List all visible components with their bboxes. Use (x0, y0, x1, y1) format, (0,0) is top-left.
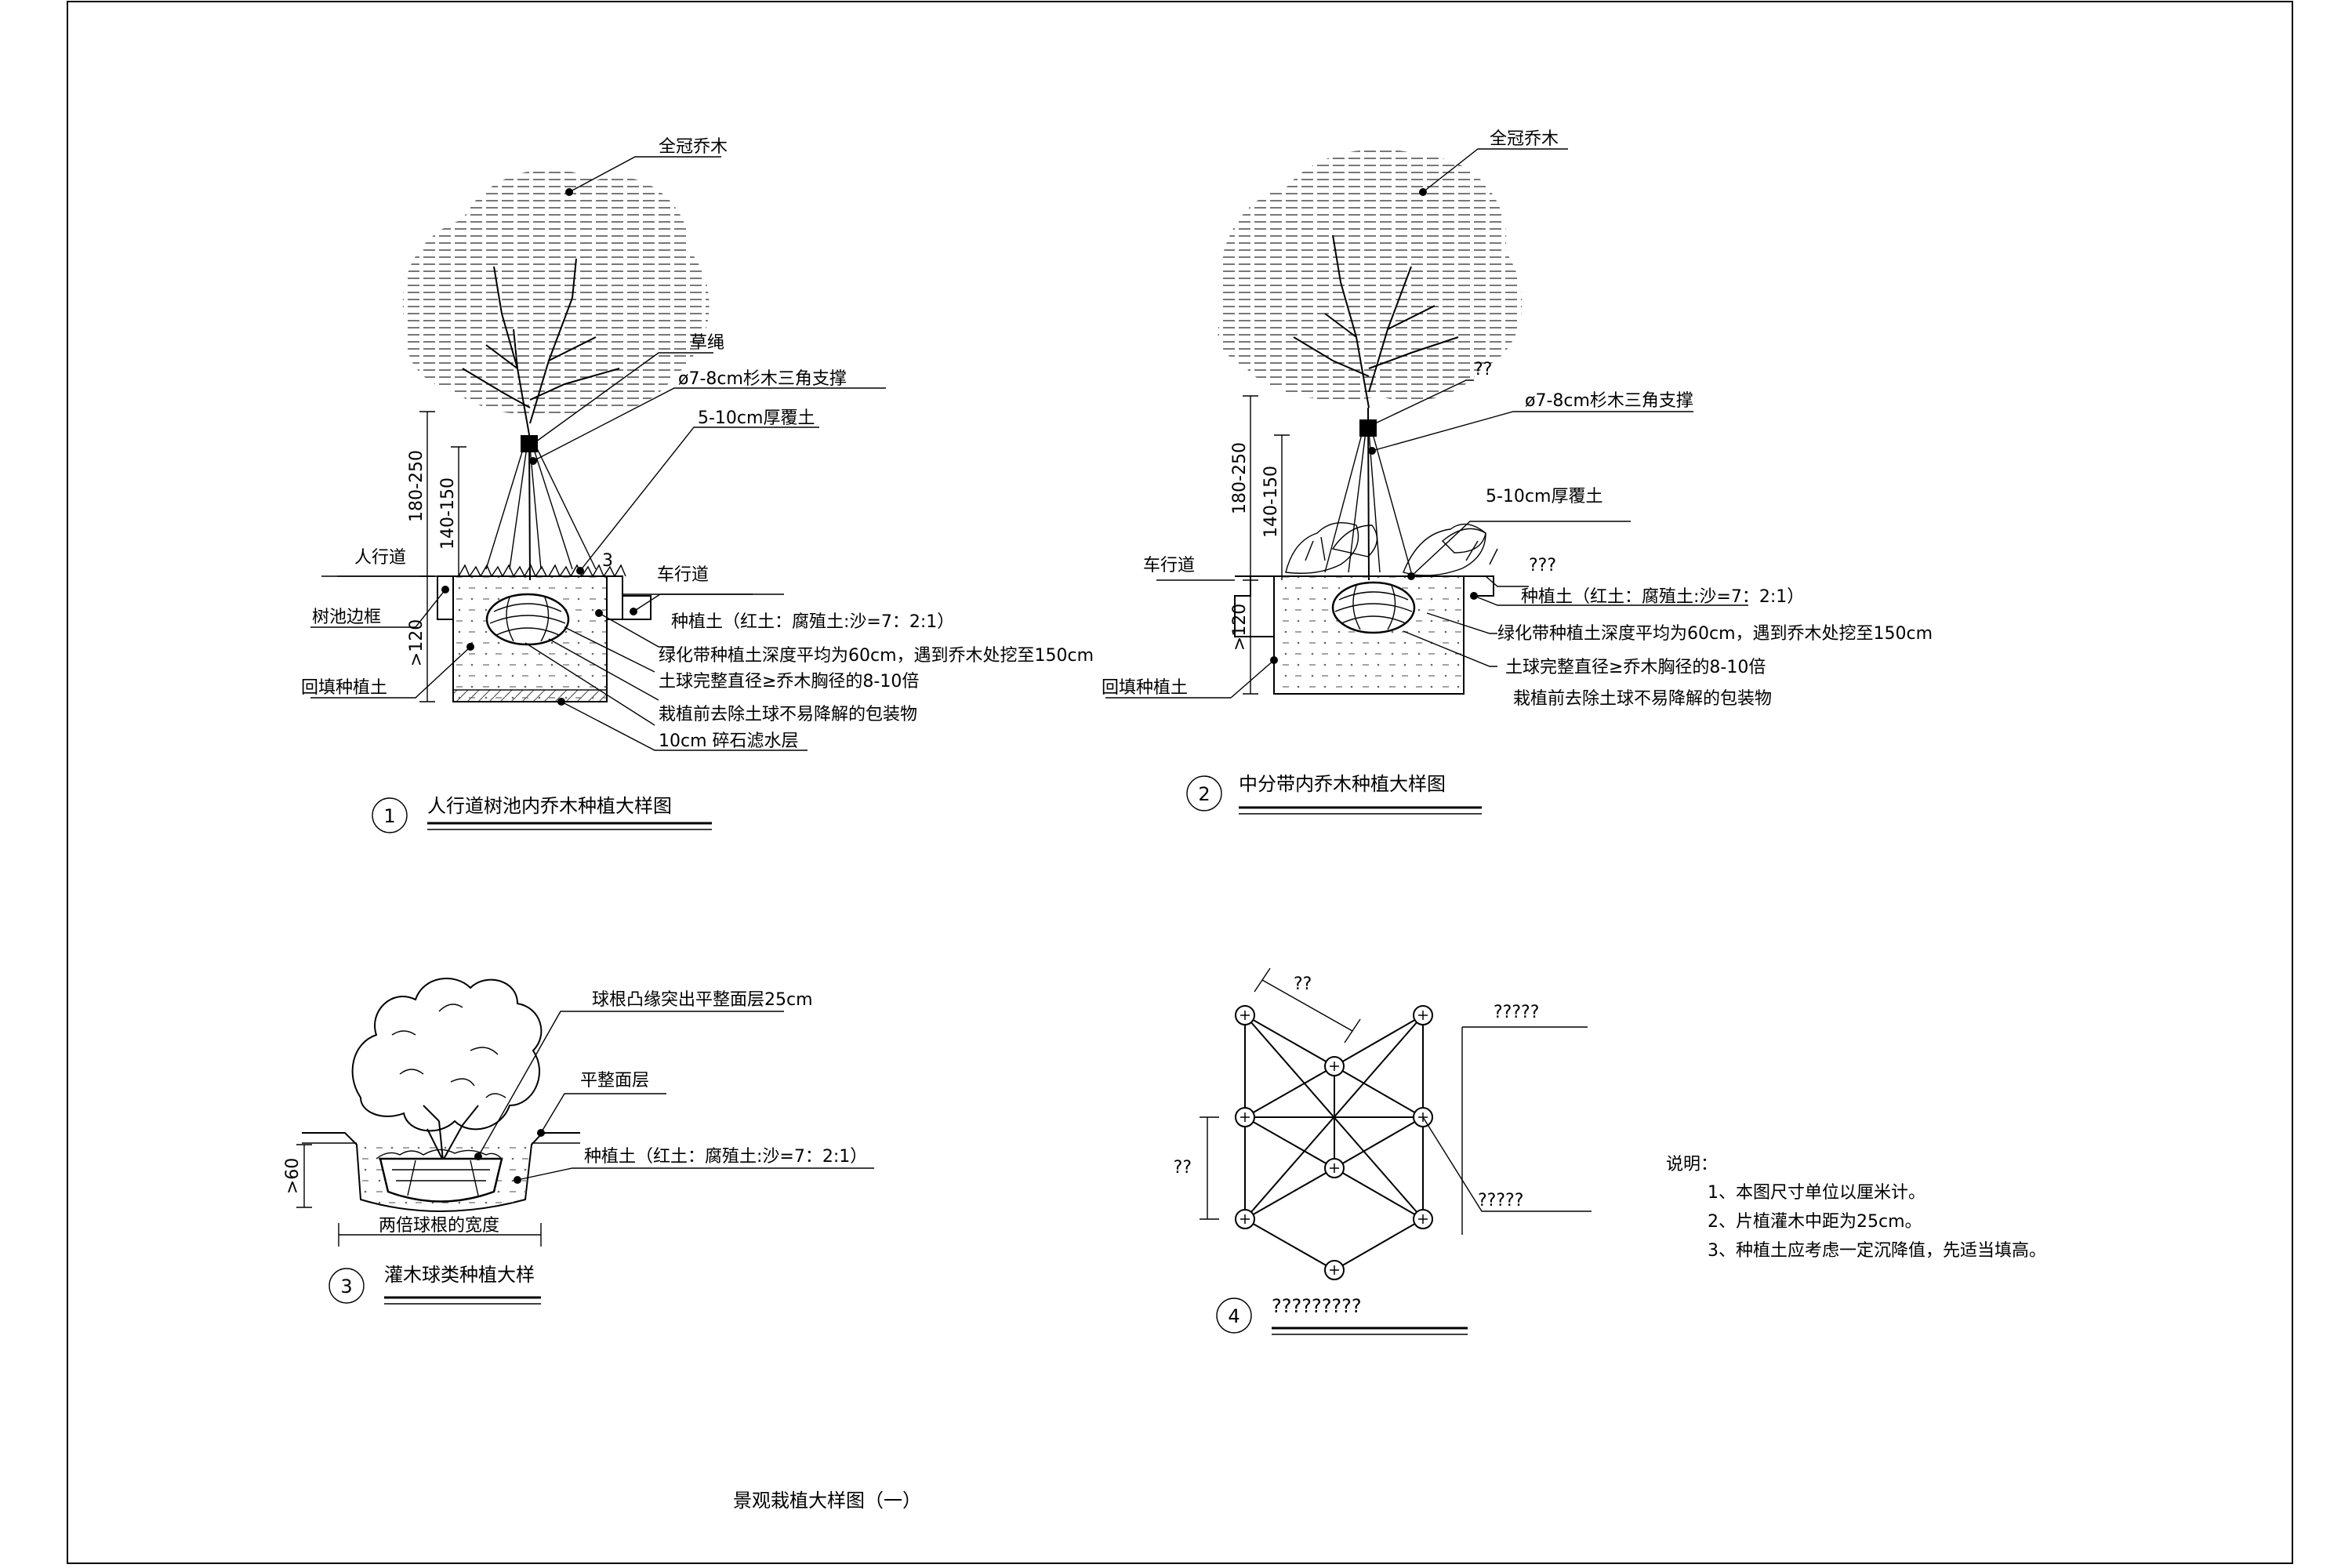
plant-point-cross (1330, 1163, 1339, 1173)
notes-item-3: 3、种植土应考虑一定沉降值，先适当填高。 (1708, 1241, 2046, 1261)
detail-1-backfill-label: 回填种植土 (301, 678, 387, 698)
detail-1-grass (458, 564, 626, 578)
detail-3-shrub-canopy (351, 978, 543, 1132)
detail-4-label-top: ????? (1494, 1003, 1539, 1022)
notes-heading: 说明： (1666, 1155, 1718, 1174)
detail-1-road-curb (622, 595, 652, 620)
detail-2-dim-total: 180-250 (1230, 442, 1250, 514)
detail-2-backfill-label: 回填种植土 (1102, 678, 1188, 698)
detail-2-shrubs (1285, 522, 1498, 576)
detail-4-dimension-lines (1200, 967, 1592, 1235)
detail-4-number: 4 (1228, 1305, 1240, 1327)
detail-2-crown-label: 全冠乔木 (1490, 129, 1559, 149)
plant-point-cross (1330, 1062, 1339, 1071)
sheet-title: 景观栽植大样图（一） (733, 1490, 921, 1512)
detail-2-triangle-support (1324, 430, 1412, 573)
detail-4-title: ????????? (1272, 1295, 1362, 1317)
plant-point-cross (1418, 1214, 1428, 1224)
detail-3-number-circle (328, 1268, 365, 1304)
detail-2-curb-label: ??? (1529, 556, 1556, 575)
detail-2-median: 180-250 140-150 >120 全冠乔木 ?? ø7-8cm杉木三角支… (1102, 129, 1933, 815)
detail-3-number: 3 (340, 1276, 352, 1298)
detail-1-edge-label: 树池边框 (312, 608, 381, 627)
detail-2-roadway-label: 车行道 (1143, 556, 1195, 575)
detail-1-number: 1 (383, 805, 395, 827)
detail-1-title: 人行道树池内乔木种植大样图 (427, 795, 672, 817)
detail-2-support-label: ø7-8cm杉木三角支撑 (1525, 391, 1693, 411)
detail-2-dim-depth: >120 (1230, 604, 1250, 651)
notes-block: 说明： 1、本图尺寸单位以厘米计。 2、片植灌木中距为25cm。 3、种植土应考… (1666, 1155, 2046, 1261)
detail-2-number-circle (1186, 775, 1222, 811)
detail-4-label-bottom: ????? (1478, 1191, 1523, 1210)
detail-1-tree-crown (402, 169, 710, 416)
detail-2-leaders (1105, 148, 1748, 699)
detail-1-support-label: ø7-8cm杉木三角支撑 (678, 369, 847, 389)
detail-1-tree-pit: 180-250 140-150 >120 3 (301, 137, 1094, 833)
detail-4-spacing-side: ?? (1174, 1158, 1192, 1178)
detail-3-title: 灌木球类种植大样 (384, 1264, 535, 1286)
detail-1-crown-label: 全冠乔木 (659, 137, 728, 157)
detail-2-dimension-lines (1243, 395, 1290, 695)
detail-3-width-label: 两倍球根的宽度 (379, 1216, 499, 1236)
detail-2-rope-label: ?? (1474, 360, 1492, 379)
sheet-border (67, 1, 2293, 1564)
notes-item-2: 2、片植灌木中距为25cm。 (1708, 1212, 1922, 1232)
detail-3-soil-label: 种植土（红土：腐殖土:沙=7：2:1） (584, 1147, 867, 1167)
detail-3-leaders (477, 1011, 874, 1181)
detail-1-dim-small: 3 (602, 551, 613, 571)
detail-2-title: 中分带内乔木种植大样图 (1239, 773, 1446, 795)
detail-4-spacing-top: ?? (1294, 975, 1312, 994)
detail-1-dimension-lines (419, 411, 466, 702)
notes-item-1: 1、本图尺寸单位以厘米计。 (1708, 1183, 1926, 1203)
plant-point-cross (1240, 1214, 1250, 1224)
detail-4-planting-grid: ?? ?? ????? ????? 4 ????????? (1174, 967, 1592, 1335)
plant-point-cross (1240, 1112, 1250, 1122)
detail-1-pit-edge-left (437, 575, 454, 620)
detail-2-number: 2 (1198, 783, 1210, 805)
detail-3-dim-depth: >60 (283, 1158, 303, 1194)
detail-1-tree-trunk (462, 258, 620, 581)
detail-1-number-circle (372, 797, 408, 833)
detail-1-triangle-support (485, 446, 597, 570)
detail-4-number-circle (1216, 1298, 1252, 1334)
detail-3-surface-label: 平整面层 (580, 1071, 649, 1091)
detail-2-mulch-label: 5-10cm厚覆土 (1486, 487, 1602, 506)
detail-3-ball-edge-label: 球根凸缘突出平整面层25cm (592, 990, 813, 1010)
plant-point-cross (1418, 1011, 1428, 1020)
detail-2-depth-note: 绿化带种植土深度平均为60cm，遇到乔木处挖至150cm (1497, 624, 1933, 644)
detail-2-wrap-note: 栽植前去除土球不易降解的包装物 (1513, 689, 1772, 709)
detail-1-dim-inner: 140-150 (438, 477, 458, 550)
detail-2-dim-inner: 140-150 (1261, 466, 1281, 538)
detail-1-sidewalk-label: 人行道 (354, 548, 406, 568)
plant-point-cross (1330, 1265, 1339, 1275)
detail-3-root-ball (379, 1157, 503, 1203)
detail-3-shrub-ball: >60 两倍球根的宽度 球根凸缘突出平整面层25cm 平整面层 种植土（红土：腐… (283, 978, 874, 1305)
detail-1-gravel-layer (452, 689, 608, 702)
detail-4-grid-lines (1244, 1014, 1424, 1271)
detail-1-soil-label: 种植土（红土：腐殖土:沙=7：2:1） (671, 612, 954, 632)
detail-1-roadway-label: 车行道 (657, 565, 709, 585)
detail-1-depth-note: 绿化带种植土深度平均为60cm，遇到乔木处挖至150cm (659, 646, 1094, 666)
detail-2-curb-right (1464, 575, 1494, 597)
detail-1-ball-note: 土球完整直径≥乔木胸径的8-10倍 (659, 672, 919, 691)
detail-1-root-ball (485, 593, 570, 646)
detail-4-plant-points (1235, 1005, 1433, 1280)
detail-1-drain-label: 10cm 碎石滤水层 (659, 731, 799, 751)
detail-1-mulch-label: 5-10cm厚覆土 (698, 408, 815, 428)
detail-1-dim-total: 180-250 (407, 450, 426, 522)
detail-1-leaders (310, 156, 886, 751)
detail-1-pit-edge-right (606, 575, 623, 620)
detail-1-wrap-note: 栽植前去除土球不易降解的包装物 (659, 705, 917, 724)
detail-2-ball-note: 土球完整直径≥乔木胸径的8-10倍 (1505, 658, 1766, 677)
detail-1-rope-label: 草绳 (690, 333, 724, 353)
detail-2-soil-label: 种植土（红土：腐殖土:沙=7：2:1） (1521, 587, 1804, 607)
plant-point-cross (1240, 1011, 1250, 1020)
